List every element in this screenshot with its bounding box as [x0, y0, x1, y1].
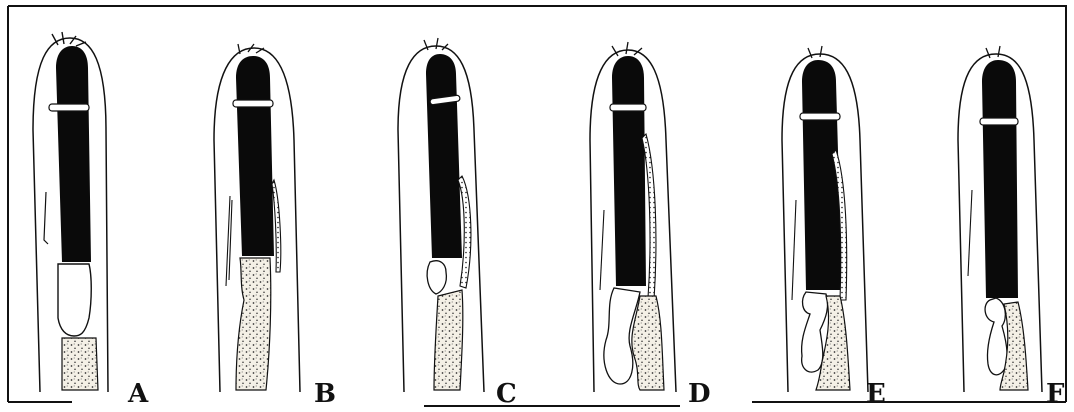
panel-d-hairs: [612, 42, 642, 56]
panel-f-hairs: [986, 46, 1000, 58]
panel-a-hairs: [52, 32, 86, 46]
panel-f-side-strand: [968, 190, 972, 276]
panel-f: F: [958, 46, 1065, 409]
figure-frame: [8, 6, 1066, 406]
panel-f-clear-zone: [985, 298, 1007, 375]
panel-f-dark-mass: [982, 60, 1018, 298]
panel-f-ring: [980, 118, 1018, 125]
panel-e-side-strand: [792, 200, 796, 300]
panel-label-c: C: [496, 379, 517, 409]
panel-label-d: D: [688, 379, 711, 409]
panel-label-f: F: [1046, 379, 1065, 409]
panel-a: A: [33, 32, 149, 409]
panel-b-side-strand: [226, 196, 232, 286]
panel-b-ring: [233, 100, 273, 107]
panel-c-hairs: [424, 38, 448, 50]
panel-e: E: [782, 46, 886, 409]
panel-d-dark-mass: [612, 56, 646, 286]
panel-label-b: B: [314, 379, 336, 409]
panel-a-ring: [49, 104, 89, 111]
panel-c: C: [398, 38, 517, 409]
panel-a-dark-mass: [56, 46, 91, 262]
panel-e-ring: [800, 113, 840, 120]
panel-d-stipple-column: [632, 296, 664, 390]
panel-b: B: [214, 44, 336, 409]
panel-d: D: [590, 42, 711, 409]
panel-c-clear-zone: [427, 261, 446, 294]
panel-d-side-strand: [600, 210, 604, 290]
panel-d-ring: [610, 104, 646, 111]
panel-c-stipple-column: [434, 290, 463, 390]
panel-b-dark-mass: [236, 56, 274, 256]
panel-b-stipple-column: [236, 258, 271, 390]
panel-a-clear-zone: [58, 264, 91, 336]
panel-a-stipple-column: [62, 338, 98, 390]
panel-c-dark-mass: [426, 54, 462, 258]
panel-label-e: E: [866, 379, 886, 409]
panel-label-a: A: [127, 379, 149, 409]
panel-a-side-strand: [44, 192, 48, 244]
